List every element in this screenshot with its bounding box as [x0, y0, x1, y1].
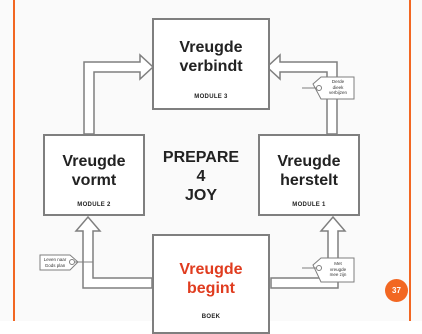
center-line3: JOY [184, 187, 217, 204]
arrow-left-to-top [83, 53, 155, 135]
box-vreugde-begint: Vreugde begint BOEK [152, 234, 270, 334]
tag-bottom-right-text: Met vreugde mee zijn [322, 261, 354, 278]
tag-top-right-shape [312, 76, 355, 100]
tag-top-right-text: Derde dieek verbijzen [322, 79, 354, 96]
box-left-title2: vormt [71, 172, 117, 189]
center-label: PREPARE 4 JOY [160, 148, 242, 205]
box-top-title1: Vreugde [179, 39, 243, 56]
tag-bottom-left-hole [69, 259, 75, 265]
tag-top-right-line3: verbijzen [328, 90, 347, 95]
box-bottom-title1: Vreugde [179, 261, 243, 278]
box-bottom-sub: BOEK [201, 314, 221, 320]
tag-bottom-left-line1: Leven naar [43, 257, 67, 262]
arrow-bottom-to-left [74, 215, 153, 289]
box-right-title2: herstelt [280, 172, 338, 189]
tag-top-right-line2: dieek [332, 84, 344, 90]
box-bottom-title2: begint [187, 280, 235, 297]
center-line2: 4 [196, 168, 206, 185]
box-left-title1: Vreugde [62, 153, 126, 170]
box-left-sub: MODULE 2 [77, 202, 111, 208]
tag-bottom-left-text: Leven naar Gods plan [40, 257, 70, 268]
box-right-title1: Vreugde [277, 153, 341, 170]
box-vreugde-vormt: Vreugde vormt MODULE 2 [43, 134, 145, 216]
center-line1: PREPARE [162, 149, 240, 166]
box-right-sub: MODULE 1 [292, 202, 326, 208]
tag-bottom-right-line3: mee zijn [329, 272, 347, 277]
box-vreugde-herstelt: Vreugde herstelt MODULE 1 [258, 134, 360, 216]
frame-right-border [409, 0, 411, 321]
box-top-sub: MODULE 3 [194, 94, 228, 100]
arrow-right-to-top [265, 53, 338, 135]
tag-bottom-left-line2: Gods plan [44, 262, 66, 268]
cycle-arrows [39, 53, 355, 289]
page-number-badge: 37 [385, 279, 408, 302]
frame-left-border [13, 0, 15, 321]
tag-bottom-right-line2: vreugde [329, 266, 347, 272]
box-vreugde-verbindt: Vreugde verbindt MODULE 3 [152, 18, 270, 110]
box-top-title2: verbindt [179, 58, 243, 75]
tag-top-right-hole [316, 85, 322, 91]
tag-bottom-left-shape [39, 254, 79, 271]
tag-top-right-line1: Derde [331, 79, 345, 84]
tag-bottom-right-hole [316, 265, 322, 271]
tag-bottom-right-shape [312, 257, 355, 283]
tag-bottom-right-line1: Met [334, 261, 342, 266]
